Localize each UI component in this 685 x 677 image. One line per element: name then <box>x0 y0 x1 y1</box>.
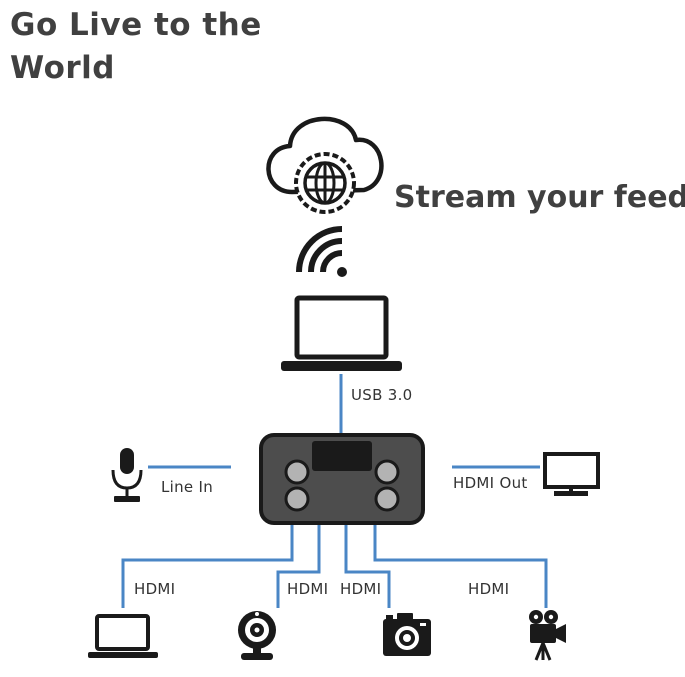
line-in-label: Line In <box>161 478 214 496</box>
hdmi-line-3 <box>344 524 391 608</box>
page-title: Go Live to the World <box>10 7 262 86</box>
stream-caption: Stream your feed <box>394 180 685 215</box>
hdmi-line-1 <box>121 524 294 608</box>
hdmi-out-label: HDMI Out <box>453 474 528 492</box>
monitor-icon <box>543 452 600 496</box>
connection-lines <box>121 374 548 608</box>
hdmi-label-2: HDMI <box>287 580 329 598</box>
hdmi-line-4 <box>373 524 548 608</box>
microphone-icon <box>111 448 143 502</box>
capture-device-icon <box>259 433 425 525</box>
hdmi-line-2 <box>276 524 321 608</box>
video-camera-icon <box>529 610 566 661</box>
hdmi-label-3: HDMI <box>340 580 382 598</box>
usb-label: USB 3.0 <box>351 386 413 404</box>
webcam-icon <box>238 611 276 660</box>
hdmi-label-1: HDMI <box>134 580 176 598</box>
hdmi-label-4: HDMI <box>468 580 510 598</box>
camera-icon <box>383 613 431 656</box>
wifi-icon <box>296 226 347 277</box>
laptop-small-icon <box>88 614 158 658</box>
cloud-globe-icon <box>266 116 384 214</box>
laptop-icon <box>281 295 402 371</box>
